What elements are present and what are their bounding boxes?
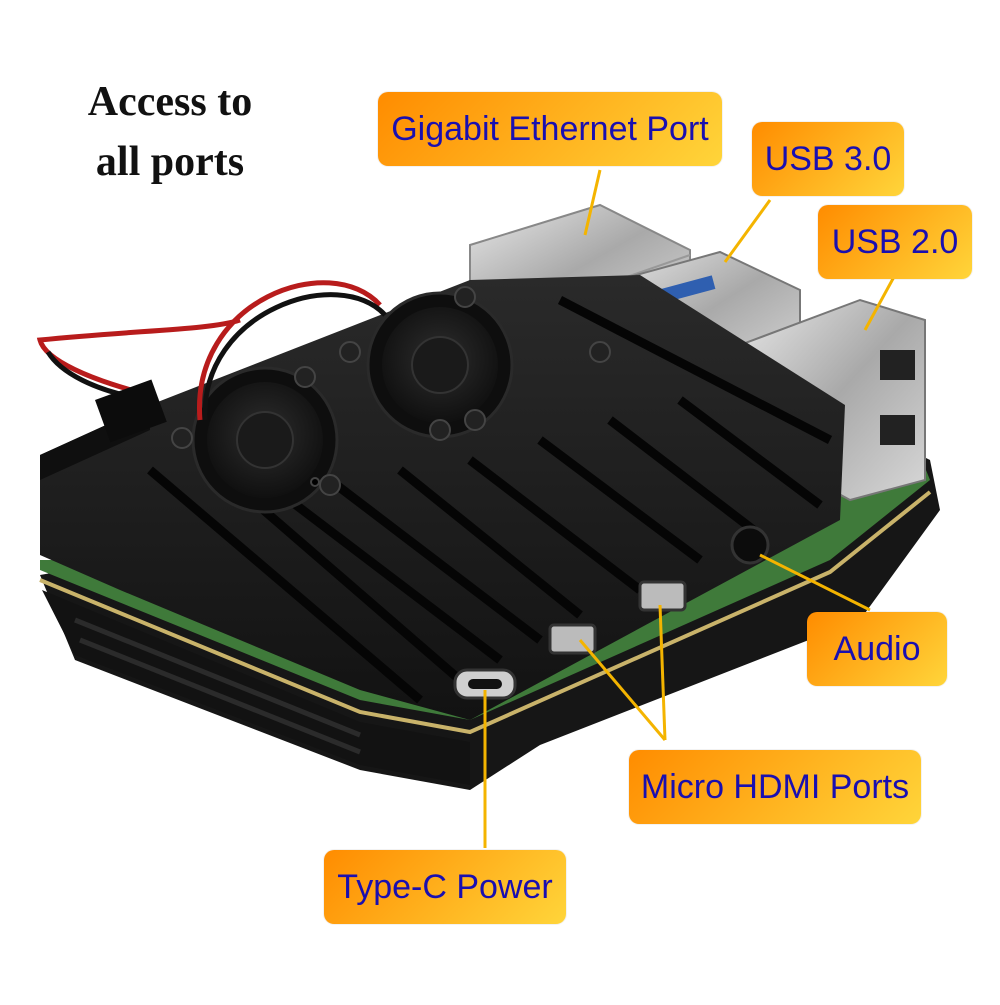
callout-power: Type-C Power xyxy=(324,850,566,924)
callout-hdmi: Micro HDMI Ports xyxy=(629,750,921,824)
callout-usb2: USB 2.0 xyxy=(818,205,972,279)
leader-usb3 xyxy=(723,199,772,263)
micro-hdmi-port-2 xyxy=(638,580,687,612)
fan-right xyxy=(366,291,514,439)
leader-ethernet xyxy=(583,169,602,236)
leader-hdmi-1 xyxy=(578,639,667,741)
leader-audio xyxy=(759,553,871,612)
callout-ethernet: Gigabit Ethernet Port xyxy=(378,92,722,166)
leader-hdmi-2 xyxy=(658,604,667,741)
headline-line2: all ports xyxy=(95,139,245,185)
fan-wire xyxy=(197,280,382,421)
callout-audio: Audio xyxy=(807,612,947,686)
callout-usb3: USB 3.0 xyxy=(752,122,904,196)
leader-usb2 xyxy=(863,274,897,331)
headline-line1: Access to xyxy=(87,79,253,125)
fan-left xyxy=(191,366,339,514)
headline: Access to all ports xyxy=(40,72,300,192)
audio-jack xyxy=(730,525,770,565)
